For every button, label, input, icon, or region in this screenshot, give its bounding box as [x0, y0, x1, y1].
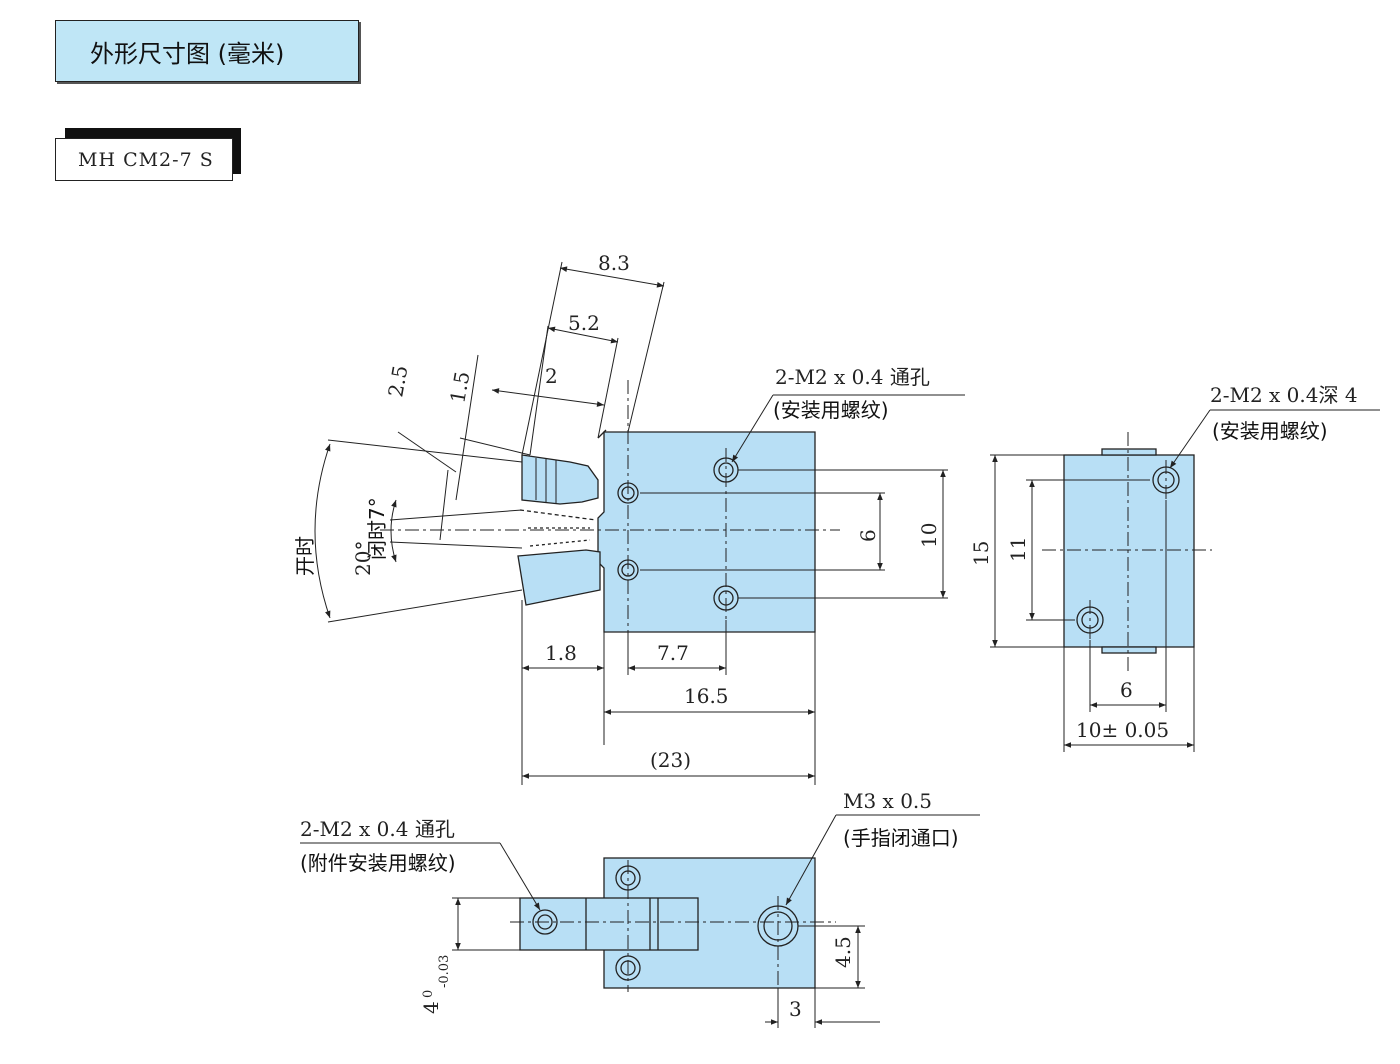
dim-2: 2	[545, 364, 558, 388]
open-angle: 20°	[351, 541, 375, 576]
dim-23: (23)	[650, 748, 691, 772]
upper-finger	[521, 454, 599, 505]
bottom-callout-right-line1: M3 x 0.5	[843, 789, 932, 813]
dim-5-2: 5.2	[568, 311, 600, 335]
dim-3: 3	[789, 997, 802, 1021]
dim-8-3: 8.3	[598, 251, 630, 275]
dim-end-6: 6	[1120, 678, 1133, 702]
end-view-labels: 15 11 6 10± 0.05 2-M2 x 0.4深 4 (安装用螺纹)	[969, 383, 1358, 742]
dim-6: 6	[856, 529, 880, 542]
side-callout-line1: 2-M2 x 0.4 通孔	[775, 365, 930, 389]
page-title: 外形尺寸图 (毫米)	[55, 20, 359, 82]
bottom-callout-left-line2: (附件安装用螺纹)	[300, 851, 456, 875]
dim-16-5: 16.5	[684, 684, 729, 708]
dim-15: 15	[969, 541, 993, 566]
dim-4: 4	[419, 1001, 443, 1014]
bottom-view	[300, 814, 980, 1028]
dim-4-5: 4.5	[831, 936, 855, 968]
end-callout-line2: (安装用螺纹)	[1212, 419, 1328, 443]
dim-11: 11	[1006, 537, 1030, 562]
open-label: 开时	[293, 536, 317, 576]
dim-7-7: 7.7	[657, 641, 689, 665]
dim-4-lower-tol: -0.03	[437, 955, 452, 988]
lower-finger	[517, 549, 601, 606]
dim-1-8: 1.8	[545, 641, 577, 665]
bottom-callout-right-line2: (手指闭通口)	[843, 826, 959, 850]
bottom-view-labels: 2-M2 x 0.4 通孔 (附件安装用螺纹) M3 x 0.5 (手指闭通口)…	[300, 789, 959, 1021]
dim-2-5: 2.5	[383, 363, 412, 398]
end-callout-line1: 2-M2 x 0.4深 4	[1210, 383, 1358, 407]
product-code: MH CM2-7 S	[55, 138, 233, 181]
dim-4-upper-tol: 0	[421, 990, 436, 998]
dim-10: 10	[917, 523, 941, 548]
closed-label: 闭时7°	[365, 497, 389, 560]
bottom-callout-left-line1: 2-M2 x 0.4 通孔	[300, 817, 455, 841]
dim-1-5: 1.5	[445, 369, 474, 404]
side-callout-line2: (安装用螺纹)	[773, 398, 889, 422]
end-view	[990, 409, 1380, 752]
side-body	[597, 431, 816, 633]
dim-10-tol: 10± 0.05	[1076, 718, 1169, 742]
side-view	[314, 261, 965, 785]
side-view-labels: 8.3 5.2 2 2.5 1.5 开时 20° 闭时7° 6 10 1.8 7…	[293, 251, 941, 772]
